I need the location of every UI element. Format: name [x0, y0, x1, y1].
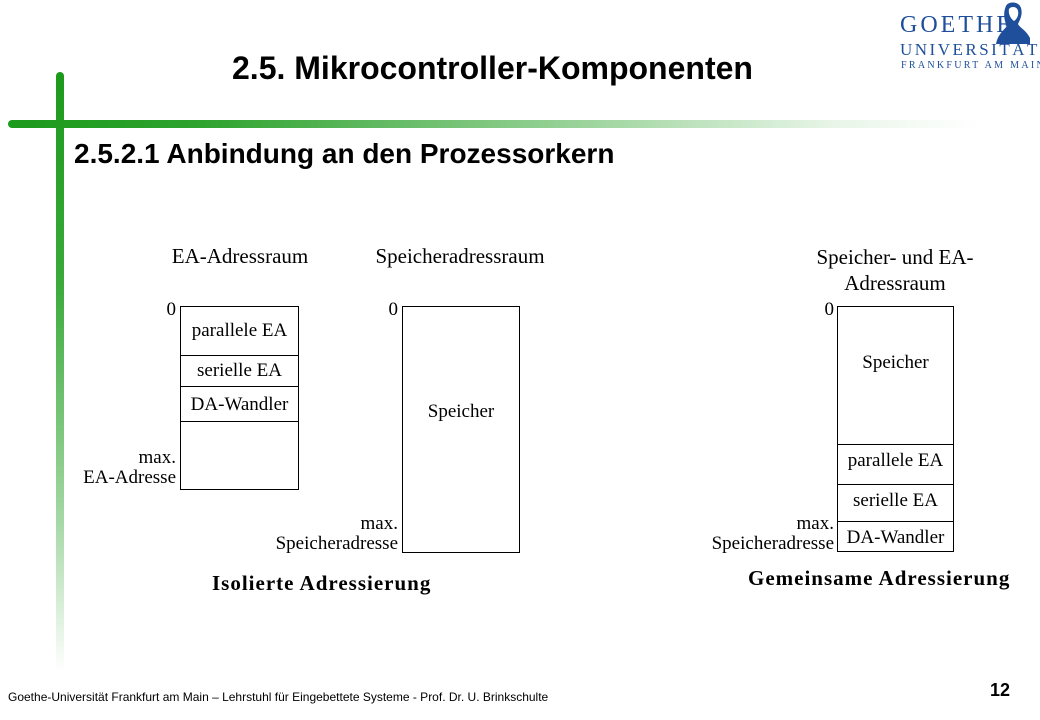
common-cell-dac: DA-Wandler: [838, 521, 953, 552]
ea-address-space-box: parallele EA serielle EA DA-Wandler: [180, 306, 299, 490]
isolated-addressing-caption: Isolierte Adressierung: [212, 571, 432, 595]
common-title-line1: Speicher- und EA-: [816, 245, 974, 269]
logo-line-2: UNIVERSITÄT: [900, 40, 1040, 59]
footer-text: Goethe-Universität Frankfurt am Main – L…: [8, 690, 549, 704]
ea-space-title: EA-Adressraum: [171, 244, 309, 268]
logo-line-3: FRANKFURT AM MAIN: [901, 60, 1040, 71]
ea-cell-serial: serielle EA: [181, 355, 298, 387]
university-logo: GOETHE UNIVERSITÄT FRANKFURT AM MAIN: [888, 0, 1040, 74]
ea-cell-dac: DA-Wandler: [181, 386, 298, 422]
mem-max-line2: Speicheradresse: [275, 533, 398, 554]
accent-vertical-bar: [56, 72, 64, 672]
ea-max-line2: EA-Adresse: [83, 467, 176, 488]
slide-title: 2.5. Mikrocontroller-Komponenten: [232, 50, 753, 86]
common-max-line1: max.: [796, 513, 834, 534]
common-space-zero-label: 0: [824, 299, 835, 320]
memory-address-space-box: Speicher: [402, 306, 520, 553]
accent-horizontal-bar: [8, 120, 980, 128]
common-cell-serial: serielle EA: [838, 484, 953, 517]
ea-space-max-label: max. EA-Adresse: [40, 448, 176, 488]
mem-space-title: Speicheradressraum: [375, 244, 545, 268]
mem-content-label: Speicher: [427, 401, 495, 422]
goethe-portrait-icon: [996, 2, 1030, 44]
common-max-line2: Speicheradresse: [711, 533, 834, 554]
ea-max-line1: max.: [138, 447, 176, 468]
mem-space-zero-label: 0: [388, 299, 399, 320]
mem-max-line1: max.: [360, 513, 398, 534]
logo-line-1: GOETHE: [900, 12, 1014, 38]
common-space-max-label: max. Speicheradresse: [676, 514, 834, 554]
common-addressing-caption: Gemeinsame Adressierung: [748, 566, 1011, 590]
mem-space-max-label: max. Speicheradresse: [240, 514, 398, 554]
common-cell-parallel: parallele EA: [838, 444, 953, 477]
page-number: 12: [990, 680, 1011, 700]
common-address-space-box: Speicher parallele EA serielle EA DA-Wan…: [837, 306, 954, 552]
ea-space-zero-label: 0: [166, 299, 177, 320]
ea-cell-parallel: parallele EA: [181, 307, 298, 356]
common-space-title: Speicher- und EA- Adressraum: [790, 244, 1000, 296]
common-title-line2: Adressraum: [844, 271, 946, 295]
slide-subtitle: 2.5.2.1 Anbindung an den Prozessorkern: [74, 138, 615, 169]
common-memory-label: Speicher: [862, 352, 929, 373]
